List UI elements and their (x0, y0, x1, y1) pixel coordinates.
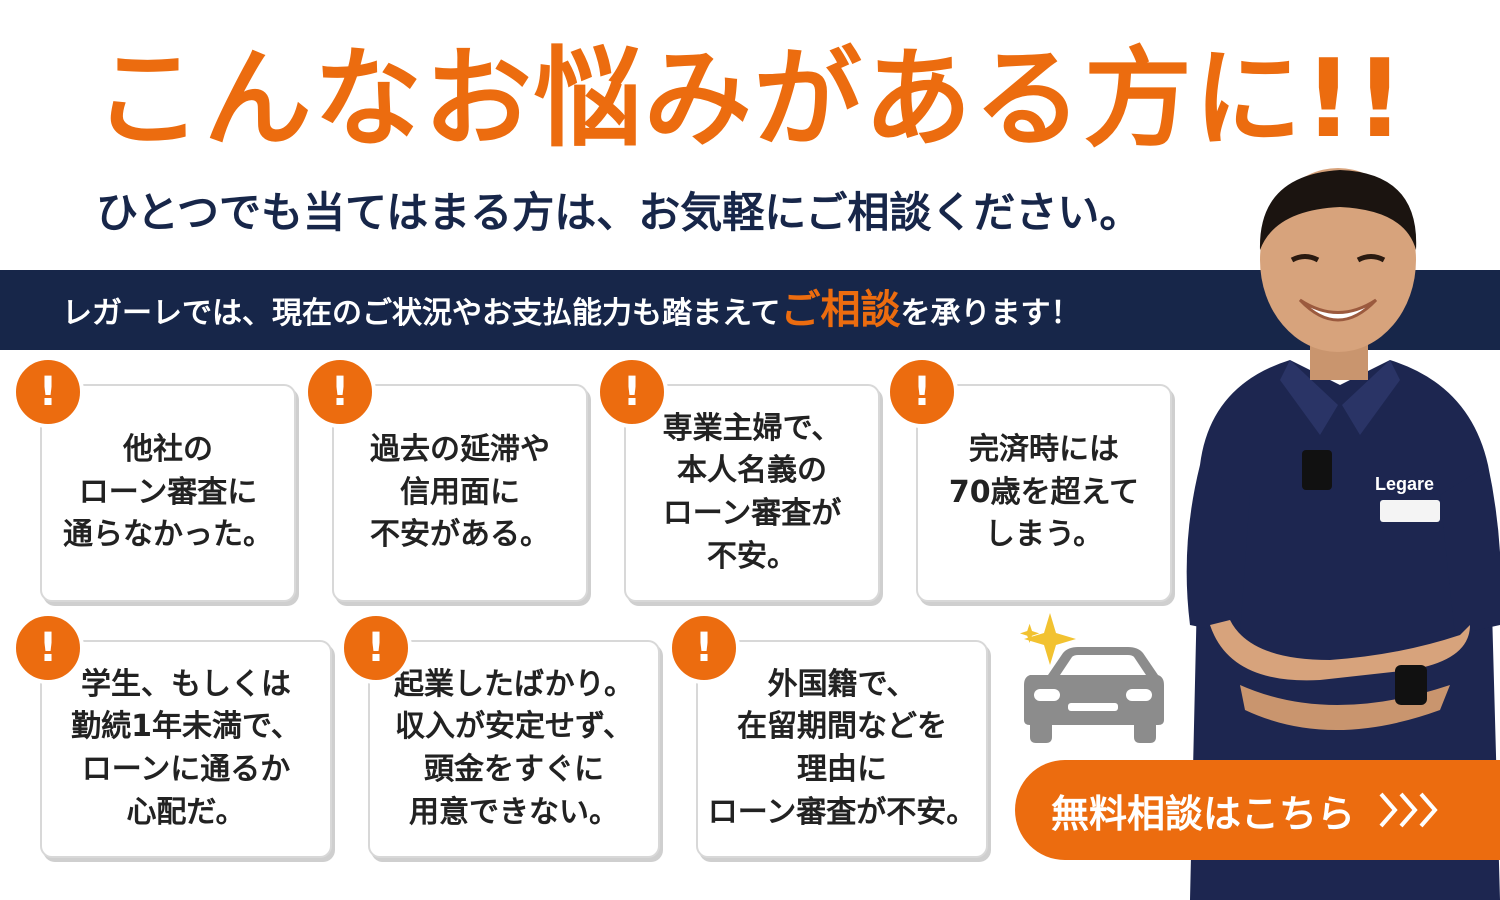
staff-logo: Legare (1375, 474, 1434, 494)
sparkle-icon (1024, 613, 1076, 665)
headline: こんなお悩みがある方に!! (93, 37, 1407, 162)
exclamation-icon: ! (12, 612, 84, 684)
concern-card-2: 過去の延滞や 信用面に 不安がある。 (332, 384, 588, 602)
info-band-text: レガーレでは、現在のご状況やお支払能力も踏まえてご相談を承ります！ (62, 290, 1081, 334)
subheadline: ひとつでも当てはまる方は、お気軽にご相談ください。 (96, 188, 1142, 237)
band-text-before: レガーレでは、現在のご状況やお支払能力も踏まえて (62, 296, 781, 331)
band-text-emphasis: ご相談 (780, 287, 901, 333)
exclamation-icon: ! (886, 356, 958, 428)
concern-card-text: 専業主婦で、 本人名義の ローン審査が 不安。 (662, 410, 842, 574)
car-icon (1020, 613, 1164, 743)
free-consultation-button[interactable]: 無料相談はこちら (1015, 760, 1500, 860)
cta-label: 無料相談はこちら (1051, 791, 1356, 836)
concern-card-text: 過去の延滞や 信用面に 不安がある。 (370, 432, 550, 553)
info-band (0, 270, 1500, 350)
concern-card-text: 完済時には 70歳を超えて しまう。 (948, 432, 1140, 553)
concern-card-text: 外国籍で、 在留期間などを 理由に ローン審査が不安。 (707, 666, 977, 830)
exclamation-icon: ! (12, 356, 84, 428)
band-text-after: を承ります！ (900, 296, 1081, 331)
concern-card-1: 他社の ローン審査に 通らなかった。 (40, 384, 296, 602)
concern-card-7: 外国籍で、 在留期間などを 理由に ローン審査が不安。 (696, 640, 988, 858)
concern-card-3: 専業主婦で、 本人名義の ローン審査が 不安。 (624, 384, 880, 602)
concern-card-text: 起業したばかり。 収入が安定せず、 頭金をすぐに 用意できない。 (394, 666, 634, 830)
exclamation-icon: ! (340, 612, 412, 684)
concern-card-5: 学生、もしくは 勤続1年未満で、 ローンに通るか 心配だ。 (40, 640, 332, 858)
concern-card-6: 起業したばかり。 収入が安定せず、 頭金をすぐに 用意できない。 (368, 640, 660, 858)
triple-chevron-right-icon (1377, 790, 1439, 830)
concern-card-text: 他社の ローン審査に 通らなかった。 (63, 432, 273, 553)
exclamation-icon: ! (668, 612, 740, 684)
exclamation-icon: ! (304, 356, 376, 428)
concern-card-4: 完済時には 70歳を超えて しまう。 (916, 384, 1172, 602)
exclamation-icon: ! (596, 356, 668, 428)
concern-card-text: 学生、もしくは 勤続1年未満で、 ローンに通るか 心配だ。 (71, 666, 301, 830)
